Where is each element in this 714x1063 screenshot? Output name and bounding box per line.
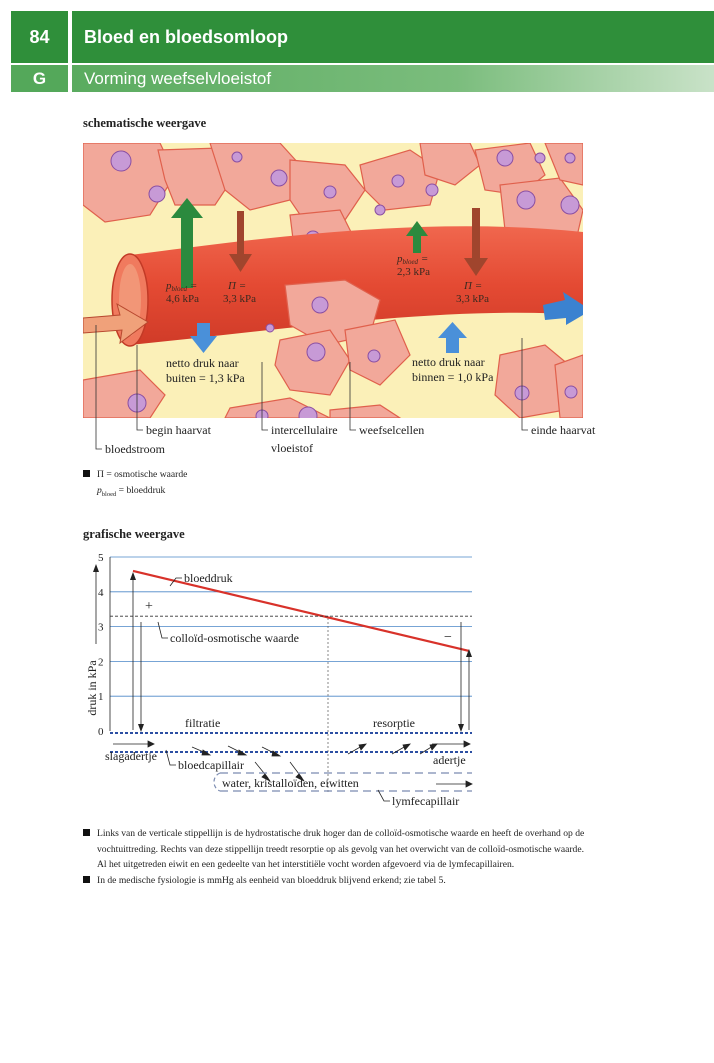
section-letter: G (11, 65, 68, 92)
y-axis-arrowhead (93, 564, 99, 572)
note-line-1: Links van de verticale stippellijn is de… (97, 828, 585, 839)
left-pressure-up-arrow (171, 198, 203, 288)
flow-arrows (113, 740, 473, 788)
y-tick-2: 2 (98, 656, 104, 668)
y-tick-0: 0 (98, 726, 104, 738)
legend-p-sub: bloed (101, 490, 117, 498)
left-net-out-arrow (190, 323, 217, 353)
label-lymfecapillair: lymfecapillair (392, 794, 459, 808)
page-number: 84 (11, 11, 68, 63)
note-line-3: Al het uitgetreden eiwit en een gedeelte… (97, 859, 515, 870)
label-weefselcellen: weefselcellen (359, 423, 424, 437)
chapter-title: Bloed en bloedsomloop (72, 11, 714, 63)
label-einde-haarvat: einde haarvat (531, 423, 596, 437)
right-osmotic-down-arrow (464, 208, 488, 276)
nuclei-top (110, 149, 580, 246)
note-line-2: vochtuittreding. Rechts van deze stippel… (97, 843, 585, 855)
right-net-in-arrow (438, 322, 467, 353)
y-tick-1: 1 (98, 691, 104, 703)
note-line-4: In de medische fysiologie is mmHg als ee… (97, 874, 446, 886)
label-filtratie: filtratie (185, 716, 220, 730)
right-pi-label: Π = (463, 280, 482, 292)
label-adertje: adertje (433, 753, 466, 767)
label-resorptie: resorptie (373, 716, 415, 730)
net-right-line1: netto druk naar (412, 355, 485, 369)
bloodstream-out-arrow (543, 292, 583, 325)
tissue-cells-bottom (83, 279, 583, 418)
y-tick-4: 4 (98, 587, 104, 599)
right-p-value: 2,3 kPa (397, 266, 430, 278)
label-plus: + (145, 599, 153, 614)
y-tick-5: 5 (98, 552, 104, 564)
legend-osmotic: Π = osmotische waarde (97, 469, 188, 480)
label-colloid: colloïd-osmotische waarde (170, 631, 299, 645)
left-p-label: pbloed = (165, 280, 197, 293)
right-p-label: pbloed = (396, 253, 428, 266)
graph-title: grafische weergave (83, 527, 185, 541)
schematic-diagram: pbloed = 4,6 kPa Π = 3,3 kPa pbloed = 2,… (83, 143, 596, 456)
y-tick-labels: 0 1 2 3 4 5 (98, 552, 104, 738)
y-tick-3: 3 (98, 622, 104, 634)
label-bloeddruk: bloeddruk (184, 571, 233, 585)
left-pi-label: Π = (227, 280, 246, 292)
notes: Links van de verticale stippellijn is de… (83, 826, 683, 888)
label-begin-haarvat: begin haarvat (146, 423, 212, 437)
gridlines (110, 556, 472, 697)
label-water: water, kristalloïden, eiwitten (222, 776, 359, 790)
left-p-value: 4,6 kPa (166, 293, 199, 305)
pressure-graph: druk in kPa 0 1 2 3 4 5 bloeddruk + − colloïd… (85, 552, 473, 808)
net-left-line2: buiten = 1,3 kPa (166, 371, 245, 385)
left-osmotic-down-arrow (229, 211, 252, 272)
label-bloedstroom: bloedstroom (105, 442, 166, 456)
label-slagadertje: slagadertje (105, 749, 157, 763)
net-left-line1: netto druk naar (166, 356, 239, 370)
schematic-legend: Π = osmotische waarde pbloed = bloeddruk (83, 467, 187, 502)
right-pressure-up-arrow (406, 221, 428, 253)
legend-p-symbol: p (97, 484, 102, 496)
series-bloeddruk (132, 569, 470, 653)
label-intercellulaire: intercellulaire (271, 423, 338, 437)
net-right-line2: binnen = 1,0 kPa (412, 370, 494, 384)
schematic-title: schematische weergave (83, 116, 207, 130)
label-vloeistof: vloeistof (271, 441, 313, 455)
legend-pressure: = bloeddruk (116, 484, 166, 496)
left-pi-value: 3,3 kPa (223, 293, 256, 305)
y-axis-label: druk in kPa (85, 660, 99, 716)
right-pi-value: 3,3 kPa (456, 293, 489, 305)
section-title: Vorming weefselvloeistof (72, 65, 714, 92)
label-bloedcapillair: bloedcapillair (178, 758, 244, 772)
label-minus: − (444, 630, 452, 645)
bloodstream-in-arrow (83, 302, 149, 345)
